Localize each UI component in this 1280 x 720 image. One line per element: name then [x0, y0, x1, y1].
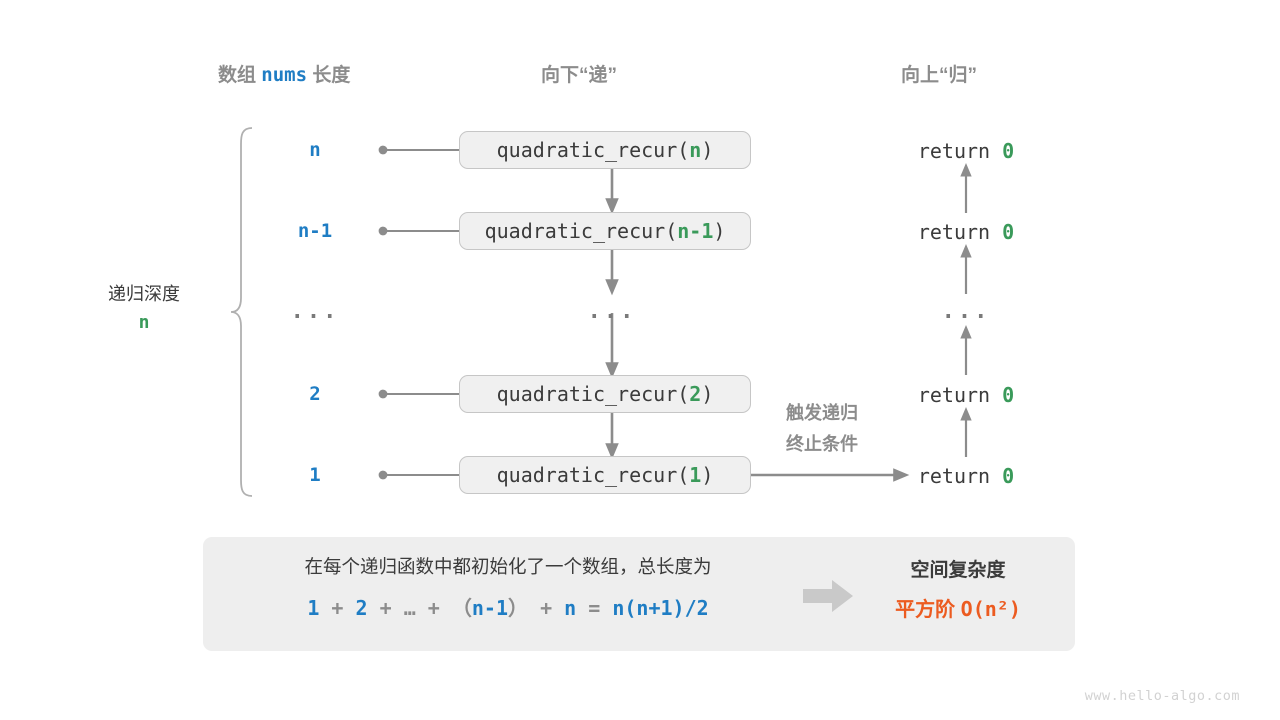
header-array-suffix: 长度: [312, 65, 351, 86]
recursion-depth-value: n: [138, 311, 150, 333]
recursion-depth-label: 递归深度 n: [90, 281, 198, 337]
call-box-row-0-arg: n: [689, 138, 702, 162]
call-box-row-4-prefix: quadratic_recur(: [496, 463, 690, 487]
size-label-row-4: 1: [309, 464, 321, 486]
space-complexity-title: 空间复杂度: [910, 560, 1006, 581]
formula-term-4: n-1: [471, 596, 509, 620]
call-box-row-1-suffix: ): [713, 219, 726, 243]
header-ascend: 向上“归”: [901, 65, 978, 86]
summary-description: 在每个递归函数中都初始化了一个数组，总长度为: [304, 556, 712, 577]
formula-op-3: +: [427, 596, 440, 620]
return-row-4-value: 0: [1002, 464, 1015, 488]
size-label-row-2-ellipsis: ...: [290, 299, 340, 324]
formula-op-2: +: [379, 596, 392, 620]
return-row-3-value: 0: [1002, 383, 1015, 407]
call-box-row-3-arg: 2: [689, 382, 702, 406]
return-row-1: return 0: [886, 220, 1046, 244]
size-label-row-3: 2: [309, 383, 321, 405]
termination-note-line1: 触发递归: [786, 403, 858, 423]
return-row-3: return 0: [886, 383, 1046, 407]
formula-term-5: n: [564, 596, 577, 620]
header-descend: 向下“递”: [541, 65, 618, 86]
right-arrow-icon: [803, 580, 853, 612]
call-box-row-1[interactable]: quadratic_recur(n-1): [459, 212, 751, 250]
termination-note-line2: 终止条件: [786, 433, 858, 454]
return-row-1-keyword: return: [917, 220, 991, 244]
call-box-row-0-suffix: ): [701, 138, 714, 162]
return-row-2-ellipsis: ...: [941, 299, 991, 324]
formula-term-2: 2: [355, 596, 368, 620]
summary-panel: 在每个递归函数中都初始化了一个数组，总长度为 1 + 2 + … + （n-1）…: [203, 537, 1075, 651]
formula-term-3: …: [403, 596, 416, 620]
call-box-row-0-prefix: quadratic_recur(: [496, 138, 690, 162]
space-complexity-value-text: 平方阶: [895, 599, 956, 621]
site-watermark: www.hello-algo.com: [1084, 688, 1240, 704]
header-array-length: 数组 nums 长度: [218, 60, 350, 87]
formula-op-4: +: [540, 596, 553, 620]
formula-equals: =: [588, 596, 601, 620]
call-box-row-0[interactable]: quadratic_recur(n): [459, 131, 751, 169]
call-box-row-3-prefix: quadratic_recur(: [496, 382, 690, 406]
return-row-0-value: 0: [1002, 139, 1015, 163]
header-array-prefix: 数组: [218, 65, 257, 86]
call-box-row-4[interactable]: quadratic_recur(1): [459, 456, 751, 494]
formula-op-1: +: [331, 596, 344, 620]
space-complexity-value: 平方阶 O(n²): [853, 593, 1063, 622]
return-row-4-keyword: return: [917, 464, 991, 488]
formula-left-paren: （: [451, 596, 472, 620]
call-box-row-1-prefix: quadratic_recur(: [484, 219, 678, 243]
formula-result: n(n+1)/2: [612, 596, 709, 620]
summary-right-block: 空间复杂度 平方阶 O(n²): [853, 555, 1063, 622]
recursion-depth-title: 递归深度: [108, 284, 180, 304]
call-box-row-1-arg: n-1: [677, 219, 714, 243]
call-box-row-2-ellipsis: ...: [587, 299, 637, 324]
return-row-1-value: 0: [1002, 220, 1015, 244]
return-row-3-keyword: return: [917, 383, 991, 407]
size-label-row-1: n-1: [297, 220, 333, 242]
depth-brace-icon: [230, 127, 253, 497]
call-box-row-4-arg: 1: [689, 463, 702, 487]
formula-right-paren: ）: [508, 596, 529, 620]
termination-condition-note: 触发递归 终止条件: [762, 398, 882, 459]
return-row-4: return 0: [886, 464, 1046, 488]
header-array-code: nums: [261, 64, 308, 86]
summary-left-block: 在每个递归函数中都初始化了一个数组，总长度为 1 + 2 + … + （n-1）…: [223, 553, 793, 621]
return-row-0-keyword: return: [917, 139, 991, 163]
summary-formula: 1 + 2 + … + （n-1） + n = n(n+1)/2: [223, 592, 793, 621]
size-label-row-0: n: [309, 139, 321, 161]
call-box-row-3-suffix: ): [701, 382, 714, 406]
return-row-0: return 0: [886, 139, 1046, 163]
call-box-row-3[interactable]: quadratic_recur(2): [459, 375, 751, 413]
space-complexity-value-code: O(n²): [960, 597, 1021, 621]
formula-term-1: 1: [307, 596, 320, 620]
call-box-row-4-suffix: ): [701, 463, 714, 487]
